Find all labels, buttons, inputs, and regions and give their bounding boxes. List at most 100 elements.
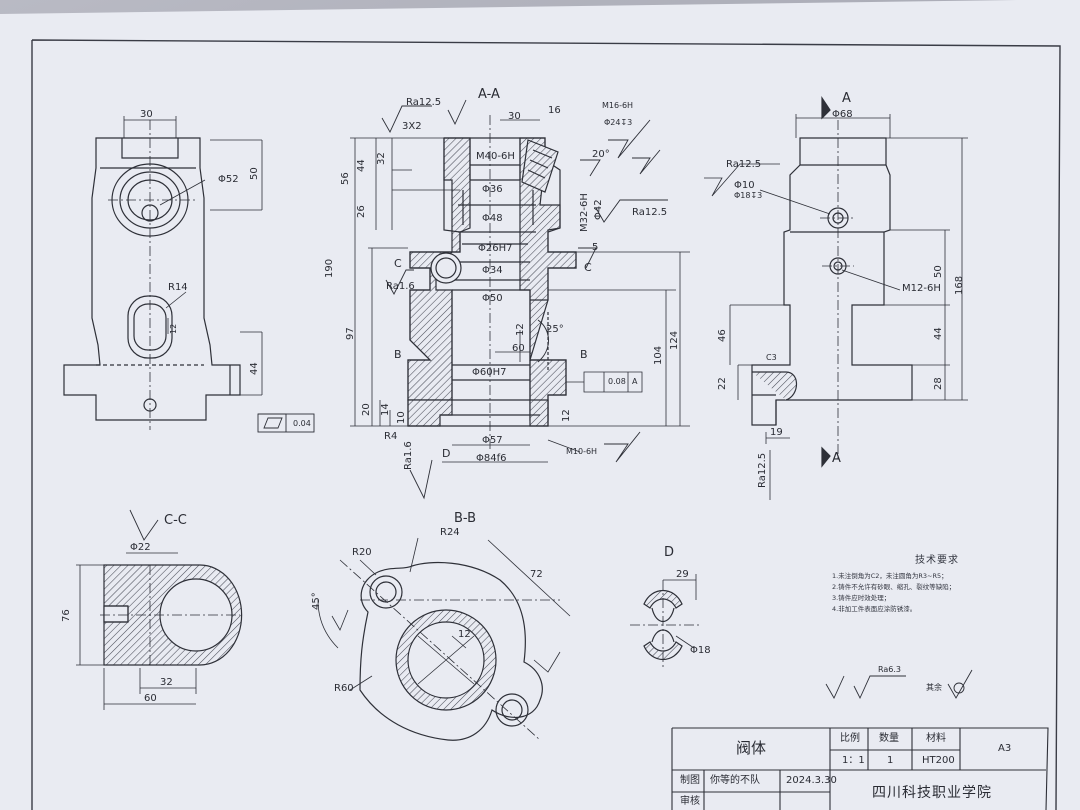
front-dim-r14: R14 [168,282,188,293]
bb-dim-72: 72 [530,569,543,580]
sec-d34: Φ34 [482,265,503,276]
sec-ra16: Ra1.6 [386,281,415,292]
sec-d84f6: Φ84f6 [476,453,507,464]
side-dim-22: 22 [717,377,728,390]
marker-b-right: B [580,348,588,361]
title-sheet-size: A3 [998,743,1012,754]
sec-dim-16: 16 [548,105,561,116]
side-ra125: Ra12.5 [726,159,762,170]
side-d68: Φ68 [832,109,853,120]
title-block-frame [671,727,1049,810]
roughness-rest: 其余 [926,683,942,692]
side-dim-46: 46 [717,329,728,342]
cc-dim-60: 60 [144,693,157,704]
cc-dim-32: 32 [160,677,173,688]
marker-c-left: C [394,257,402,270]
section-cc [76,509,243,710]
front-dim-50: 50 [249,167,260,180]
sec-dim-5: 5 [592,242,599,253]
sec-r4: R4 [384,431,398,442]
d-dim-29: 29 [676,569,689,580]
title-scale-value: 1：1 [842,755,865,766]
roughness-symbols [381,99,668,500]
sec-m10: M10-6H [566,447,598,456]
marker-d: D [442,447,451,460]
cc-d22: Φ22 [130,542,151,553]
tech-req-item: 3.铸件应时效处理； [832,594,891,602]
title-qty-value: 1 [887,755,894,766]
front-view [63,120,241,430]
side-dims [704,114,968,500]
front-dim-30: 30 [140,109,153,120]
sec-d50: Φ50 [482,293,503,304]
title-qty-label: 数量 [879,733,899,744]
sec-ra16b: Ra1.6 [403,441,414,470]
sec-d57: Φ57 [482,435,503,446]
sec-m40: M40-6H [476,151,515,162]
sec-h14: 14 [380,403,391,416]
title-scale-label: 比例 [840,733,860,744]
sec-chamfer: 3X2 [402,121,422,132]
front-dim-d52: Φ52 [218,174,239,185]
drawing-frame [31,39,1061,810]
sec-m16: M16-6H [602,101,634,110]
bb-r60: R60 [334,683,354,694]
tech-req-item: 4.非加工件表面应涂防锈漆。 [832,605,917,613]
sec-h10: 10 [396,411,407,424]
sec-h56: 56 [340,172,351,185]
marker-c-right: C [584,261,592,274]
sec-h12: 12 [561,409,572,422]
bb-r24: R24 [440,527,460,538]
sec-h26: 26 [356,205,367,218]
tech-req-item: 2.铸件不允许有砂眼、缩孔、裂纹等缺陷； [832,583,956,591]
title-review-label: 审核 [680,796,700,807]
side-c3: C3 [766,353,777,362]
roughness-ra63: Ra6.3 [878,665,902,674]
cc-dim-76: 76 [61,609,72,622]
side-depth: Φ18↧3 [734,191,763,200]
bb-r20: R20 [352,547,372,558]
title-school: 四川科技职业学院 [872,785,992,801]
d-dim-d18: Φ18 [690,645,711,656]
title-date: 2024.3.30 [786,775,837,786]
sec-ra125: Ra12.5 [406,97,442,108]
sec-dim-60: 60 [512,343,525,354]
front-dims [123,116,263,396]
label-section-aa: A-A [478,87,500,102]
sec-h97: 97 [345,327,356,340]
sec-h124: 124 [669,330,680,350]
sec-d42: Φ42 [593,199,604,220]
bb-ang45: 45° [311,592,322,610]
title-drawer-name: 你等的不队 [710,775,760,786]
sec-ra125b: Ra12.5 [632,207,668,218]
label-arrow-a-bottom: A [832,451,841,466]
side-dim-28: 28 [933,377,944,390]
title-drawn-label: 制图 [680,775,700,786]
side-ra125b: Ra12.5 [757,452,768,488]
title-part-name: 阀体 [736,739,767,757]
side-dim-168: 168 [954,275,965,295]
sec-d36: Φ36 [482,184,503,195]
roughness-note-symbols [825,669,973,700]
side-m12: M12-6H [902,283,941,294]
sec-d26h7: Φ26H7 [478,243,513,254]
title-material-value: HT200 [922,755,955,766]
label-section-cc: C-C [164,513,187,528]
sec-h44: 44 [356,159,367,172]
flatness-tolerance: 0.04 [293,419,311,428]
sec-tolerance-datum: A [632,377,638,386]
sec-position-tolerance: 0.08 [608,377,626,386]
side-dim-19: 19 [770,427,783,438]
front-dim-12: 12 [169,323,178,334]
sec-ang20: 20° [592,149,610,160]
side-d10: Φ10 [734,180,755,191]
section-aa [407,115,577,450]
sec-dim-30: 30 [508,111,521,122]
front-dim-44: 44 [249,362,260,375]
title-material-label: 材料 [926,733,946,744]
sec-depth24: Φ24↧3 [604,118,633,127]
tech-req-title: 技术要求 [915,555,959,566]
sec-ang25: 25° [546,324,564,335]
label-view-d: D [664,545,675,560]
